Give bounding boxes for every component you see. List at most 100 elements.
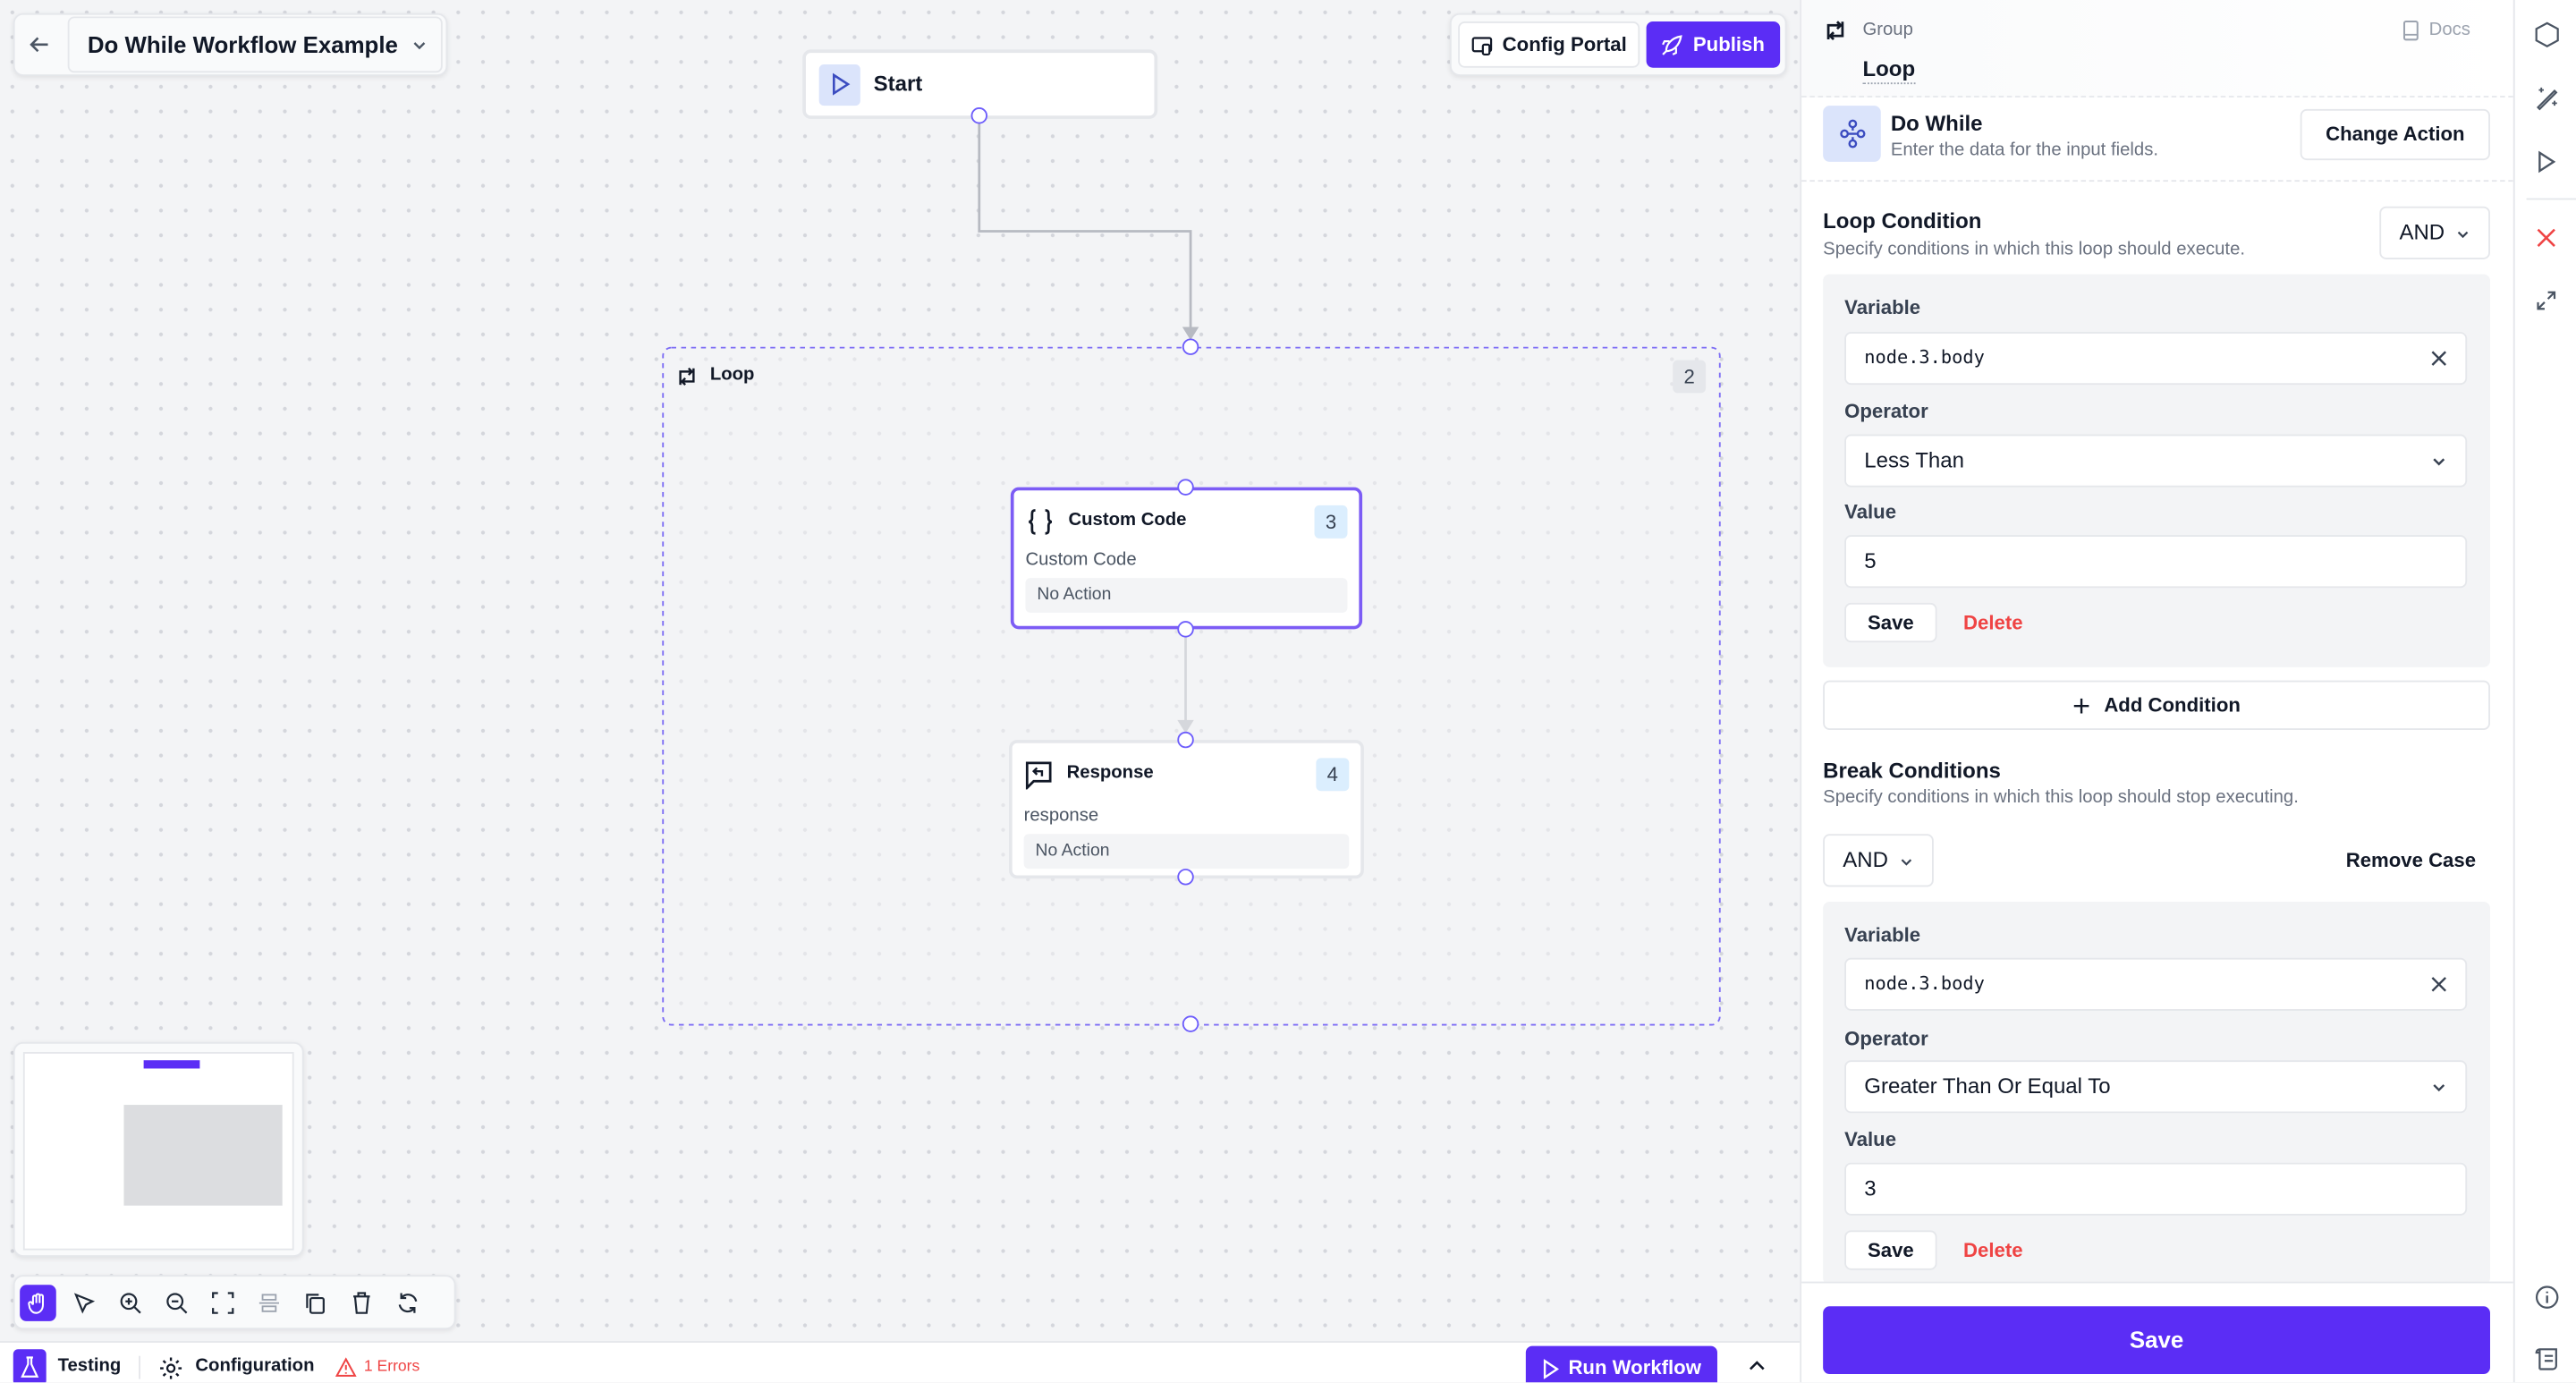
- loop-condition-title: Loop Condition: [1823, 208, 1982, 233]
- hexagon-icon[interactable]: [2529, 18, 2563, 51]
- copy-icon[interactable]: [297, 1284, 334, 1320]
- chevron-down-icon: [411, 37, 428, 53]
- chevron-down-icon: [2455, 225, 2470, 241]
- value-input[interactable]: 5: [1844, 535, 2468, 589]
- chevron-down-icon: [2431, 1079, 2447, 1095]
- operator-select[interactable]: Less Than: [1844, 434, 2468, 488]
- save-condition-button[interactable]: Save: [1844, 1230, 1937, 1270]
- code-input-handle[interactable]: [1177, 479, 1194, 496]
- zoom-out-icon[interactable]: [158, 1284, 195, 1320]
- loop-output-handle[interactable]: [1182, 1015, 1199, 1032]
- response-output-handle[interactable]: [1177, 869, 1194, 886]
- save-button[interactable]: Save: [1823, 1306, 2490, 1374]
- configuration-tab[interactable]: Configuration: [195, 1356, 315, 1377]
- pointer-icon[interactable]: [66, 1284, 103, 1320]
- clear-icon[interactable]: [2431, 976, 2447, 992]
- variable-label: Variable: [1844, 922, 1921, 946]
- response-input-handle[interactable]: [1177, 731, 1194, 749]
- variable-input[interactable]: node.3.body: [1844, 332, 2468, 386]
- node-subtitle: response: [1023, 805, 1099, 827]
- loop-icon: [675, 366, 699, 386]
- node-action: No Action: [1023, 834, 1350, 870]
- variable-label: Variable: [1844, 295, 1921, 319]
- rocket-icon: [1662, 34, 1683, 55]
- node-badge: 3: [1314, 505, 1348, 539]
- minimap-loop-group: [123, 1105, 283, 1206]
- minimap[interactable]: [13, 1041, 304, 1257]
- break-conditions-title: Break Conditions: [1823, 758, 2001, 784]
- book-icon: [2402, 20, 2419, 41]
- chevron-down-icon: [1899, 853, 1914, 869]
- hand-icon[interactable]: [20, 1284, 56, 1320]
- publish-button[interactable]: Publish: [1646, 21, 1781, 68]
- fit-view-icon[interactable]: [205, 1284, 242, 1320]
- bottom-bar-left: Testing Configuration 1 Errors: [13, 1349, 420, 1383]
- play-icon: [1542, 1358, 1559, 1379]
- node-action: No Action: [1025, 578, 1348, 614]
- chevron-up-icon[interactable]: [1747, 1358, 1767, 1374]
- start-output-handle[interactable]: [970, 106, 987, 124]
- info-icon[interactable]: [2529, 1280, 2563, 1313]
- braces-icon: [1025, 507, 1055, 537]
- run-workflow-button[interactable]: Run Workflow: [1525, 1345, 1717, 1383]
- gear-icon: [159, 1355, 184, 1380]
- play-icon[interactable]: [2529, 145, 2563, 178]
- action-description: Enter the data for the input fields.: [1890, 140, 2159, 161]
- align-icon[interactable]: [251, 1284, 288, 1320]
- node-title: Custom Code: [1068, 511, 1187, 531]
- break-conditions-description: Specify conditions in which this loop sh…: [1823, 787, 2299, 808]
- canvas-toolbar: [13, 1275, 456, 1330]
- back-arrow-icon[interactable]: [28, 33, 51, 56]
- loop-group-header[interactable]: Loop: [675, 365, 754, 386]
- loop-group-border: [662, 346, 1721, 1026]
- value-label: Value: [1844, 500, 1897, 524]
- loop-condition-description: Specify conditions in which this loop sh…: [1823, 239, 2246, 259]
- code-output-handle[interactable]: [1177, 621, 1194, 638]
- panel-header: [1801, 0, 2513, 98]
- break-logic-select[interactable]: AND: [1823, 834, 1934, 887]
- node-badge: 4: [1316, 758, 1350, 792]
- node-name[interactable]: Loop: [1862, 56, 1916, 84]
- refresh-icon[interactable]: [390, 1284, 427, 1320]
- loop-badge: 2: [1673, 360, 1707, 394]
- plus-icon: [2072, 696, 2090, 714]
- loop-logic-select[interactable]: AND: [2379, 206, 2490, 259]
- trash-icon[interactable]: [343, 1284, 380, 1320]
- divider: [1801, 180, 2513, 182]
- expand-icon[interactable]: [2529, 284, 2563, 318]
- loop-icon: [1823, 20, 1848, 41]
- save-condition-button[interactable]: Save: [1844, 602, 1937, 643]
- errors-indicator[interactable]: 1 Errors: [363, 1358, 420, 1377]
- config-portal-button[interactable]: Config Portal: [1458, 21, 1640, 68]
- workflow-icon: [1823, 106, 1881, 162]
- flask-icon: [13, 1349, 47, 1383]
- divider: [139, 1355, 141, 1379]
- edge-arrow: [1182, 327, 1199, 341]
- workflow-title: Do While Workflow Example: [87, 30, 398, 57]
- operator-label: Operator: [1844, 1027, 1928, 1051]
- docs-link[interactable]: Docs: [2402, 20, 2470, 41]
- remove-case-button[interactable]: Remove Case: [2345, 848, 2477, 872]
- close-icon[interactable]: [2529, 221, 2563, 254]
- change-action-button[interactable]: Change Action: [2300, 108, 2490, 161]
- response-node[interactable]: Response 4 response No Action: [1008, 740, 1364, 879]
- magic-wand-icon[interactable]: [2529, 81, 2563, 114]
- node-type-row: Group: [1823, 20, 1913, 41]
- value-input[interactable]: 3: [1844, 1162, 2468, 1216]
- workflow-selector[interactable]: Do While Workflow Example: [67, 16, 443, 73]
- scroll-log-icon[interactable]: [2529, 1343, 2563, 1376]
- operator-select[interactable]: Greater Than Or Equal To: [1844, 1060, 2468, 1114]
- variable-input[interactable]: node.3.body: [1844, 957, 2468, 1011]
- add-condition-button[interactable]: Add Condition: [1823, 680, 2490, 730]
- delete-condition-button[interactable]: Delete: [1963, 610, 2023, 634]
- edge-start-loop: [978, 115, 1192, 335]
- custom-code-node[interactable]: Custom Code 3 Custom Code No Action: [1010, 487, 1363, 630]
- zoom-in-icon[interactable]: [113, 1284, 149, 1320]
- testing-tab[interactable]: Testing: [57, 1356, 122, 1377]
- bottom-bar: [0, 1341, 1801, 1383]
- clear-icon[interactable]: [2431, 350, 2447, 366]
- divider: [2526, 198, 2576, 200]
- node-title: Response: [1066, 763, 1154, 784]
- delete-condition-button[interactable]: Delete: [1963, 1238, 2023, 1262]
- loop-input-handle[interactable]: [1182, 338, 1199, 355]
